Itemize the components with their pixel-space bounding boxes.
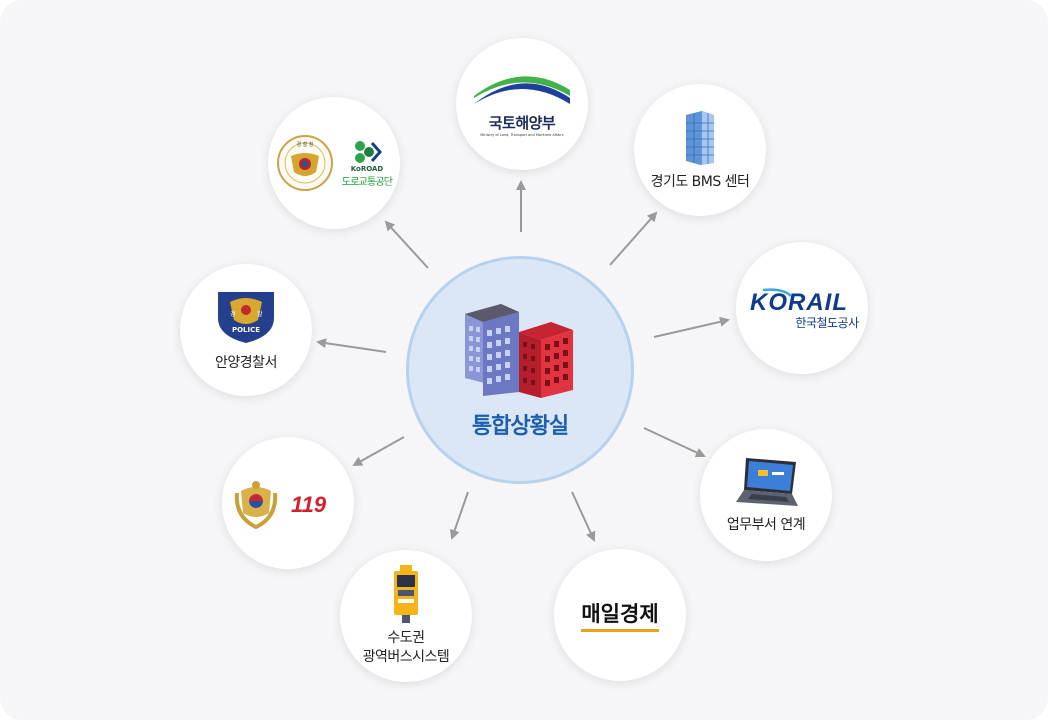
koroad-logo-icon <box>355 140 382 163</box>
node-fire-119: 119 <box>222 437 354 569</box>
node-metro-bus: 수도권 광역버스시스템 <box>340 550 472 682</box>
node-anyang-police: 경 찰 POLICE 안양경찰서 <box>180 264 312 396</box>
arrow-to-korail <box>653 316 730 338</box>
badge-right: 찰 <box>257 310 263 318</box>
bus-info-terminal-icon <box>394 565 418 623</box>
node-work-link: 업무부서 연계 <box>700 429 832 561</box>
metro-bus-line2: 광역버스시스템 <box>362 649 450 665</box>
node-moltm: 국토해양부 Ministry of Land, Transport and Ma… <box>456 38 588 170</box>
korail-brand: KORAIL <box>750 289 848 316</box>
arrow-to-gyeonggi-bms <box>609 211 658 266</box>
arrow-to-metro-bus <box>449 491 469 540</box>
moltm-name: 국토해양부 <box>488 113 556 132</box>
node-gyeonggi-bms: 경기도 BMS 센터 <box>634 84 766 216</box>
integrated-control-room: 통합상황실 <box>406 256 634 484</box>
badge-left: 경 <box>230 311 236 318</box>
metro-bus-line1: 수도권 <box>387 630 425 646</box>
anyang-police-label: 안양경찰서 <box>215 354 277 371</box>
laptop-icon <box>736 457 798 506</box>
arrow-to-maeil <box>571 491 596 542</box>
korail-logo: KORAIL <box>750 287 848 316</box>
moltm-logo-icon <box>474 75 570 104</box>
gyeonggi-bms-label: 경기도 BMS 센터 <box>650 173 750 190</box>
maeil-logo: 매일경제 <box>581 598 659 632</box>
arrow-to-police-koroad <box>384 220 429 269</box>
office-tower-icon <box>686 110 714 165</box>
fire-119-text: 119 <box>291 492 327 517</box>
center-title: 통합상황실 <box>471 414 569 439</box>
police-badge-icon: 경 찰 POLICE <box>218 291 274 343</box>
moltm-english: Ministry of Land, Transport and Maritime… <box>480 132 564 137</box>
node-korail: KORAIL 한국철도공사 <box>736 242 868 374</box>
korail-name: 한국철도공사 <box>795 315 859 330</box>
koroad-name: 도로교통공단 <box>341 176 393 188</box>
node-police-koroad: 경 찰 청 KoROAD 도로교통공단 <box>268 97 400 229</box>
arrow-to-work-link <box>643 427 706 458</box>
seal-text: 경 찰 청 <box>296 141 313 148</box>
fire-119-logo: 119 <box>291 492 327 517</box>
arrow-to-fire <box>352 436 405 466</box>
arrow-to-anyang-police <box>316 338 387 353</box>
police-seal-icon: 경 찰 청 <box>276 135 333 191</box>
node-maeil: 매일경제 <box>554 549 686 681</box>
fire-emblem-icon <box>234 481 278 529</box>
control-building-icon <box>465 304 573 398</box>
koroad-brand: KoROAD <box>350 164 384 173</box>
badge-word: POLICE <box>232 326 260 334</box>
work-link-label: 업무부서 연계 <box>726 516 806 533</box>
